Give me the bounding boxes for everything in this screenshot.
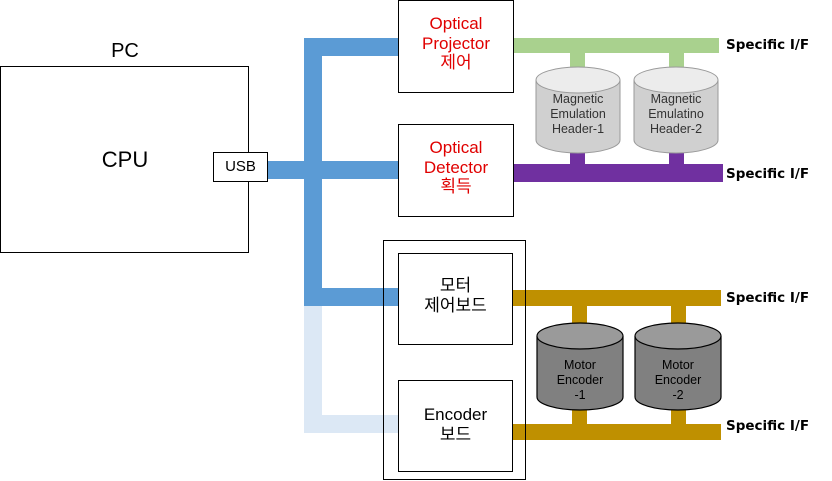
usb-port: [213, 152, 268, 182]
pc-box: [0, 66, 249, 253]
magnetic-header-2-line-1: Magnetic: [650, 92, 702, 106]
motor-encoder-1-cylinder: [536, 322, 624, 411]
optical-detector-line-2: Detector: [423, 157, 489, 177]
optical-projector-line-2: Projector: [421, 33, 491, 53]
magnetic-header-2-cylinder: [633, 66, 719, 154]
motor-encoder-2-line-2: Encoder: [654, 373, 702, 387]
motor-board-line-2: 제어보드: [424, 295, 487, 315]
projector-bus-drop-2: [669, 50, 684, 72]
usb-bus-light-horizontal: [304, 415, 400, 433]
encoder-board-line-2: 보드: [439, 424, 472, 444]
magnetic-header-2-label: Magnetic Emulatino Header-2: [633, 92, 719, 137]
motor-board-box: 모터 제어보드: [398, 253, 513, 345]
motor-encoder-1-label: Motor Encoder -1: [536, 358, 624, 403]
interface-label-projector: Specific I/F: [726, 37, 810, 53]
usb-bus-bottom: [304, 288, 400, 306]
interface-label-motor: Specific I/F: [726, 290, 810, 306]
usb-bus-vertical: [304, 38, 322, 306]
encoder-board-label: Encoder 보드: [399, 405, 512, 444]
interface-label-detector: Specific I/F: [726, 166, 810, 182]
usb-bus-top: [304, 38, 400, 56]
encoder-if-bus: [513, 424, 721, 440]
magnetic-header-1-line-1: Magnetic: [552, 92, 604, 106]
board-container: [383, 240, 526, 480]
optical-detector-line-3: 획득: [440, 177, 472, 197]
encoder-board-box: Encoder 보드: [398, 380, 513, 472]
motor-encoder-1-line-2: Encoder: [556, 373, 604, 387]
magnetic-header-1-cylinder: [535, 66, 621, 154]
detector-if-bus: [513, 164, 723, 182]
optical-projector-label: Optical Projector 제어: [399, 14, 513, 73]
optical-projector-line-3: 제어: [440, 53, 472, 73]
interface-label-encoder: Specific I/F: [726, 418, 810, 434]
cpu-label: CPU: [101, 147, 149, 172]
projector-bus-drop-1: [570, 50, 585, 72]
projector-if-bus: [513, 38, 719, 53]
motor-encoder-2-line-1: Motor: [662, 358, 694, 372]
pc-title: PC: [111, 40, 139, 62]
magnetic-header-1-line-3: Header-1: [551, 122, 605, 136]
magnetic-header-1-line-2: Emulation: [550, 107, 606, 121]
motor-board-label: 모터 제어보드: [399, 276, 512, 315]
usb-label: USB: [225, 158, 256, 175]
magnetic-header-1-label: Magnetic Emulation Header-1: [535, 92, 621, 137]
encoder-board-line-1: Encoder: [423, 405, 488, 424]
motor-encoder-1-line-1: Motor: [564, 358, 596, 372]
magnetic-header-2-line-2: Emulatino: [648, 107, 704, 121]
usb-bus-light-vertical: [304, 305, 322, 433]
motor-encoder-2-cylinder: [634, 322, 722, 411]
motor-encoder-2-line-3: -2: [672, 388, 684, 402]
motor-encoder-2-label: Motor Encoder -2: [634, 358, 722, 403]
optical-projector-line-1: Optical: [429, 14, 483, 33]
motor-if-bus: [513, 290, 721, 306]
motor-encoder-1-line-3: -1: [574, 388, 586, 402]
usb-bus-stub: [267, 161, 403, 179]
optical-projector-box: Optical Projector 제어: [398, 0, 514, 93]
magnetic-header-2-line-3: Header-2: [649, 122, 703, 136]
optical-detector-box: Optical Detector 획득: [398, 124, 514, 217]
motor-board-line-1: 모터: [439, 276, 472, 295]
optical-detector-line-1: Optical: [429, 138, 483, 157]
optical-detector-label: Optical Detector 획득: [399, 138, 513, 197]
